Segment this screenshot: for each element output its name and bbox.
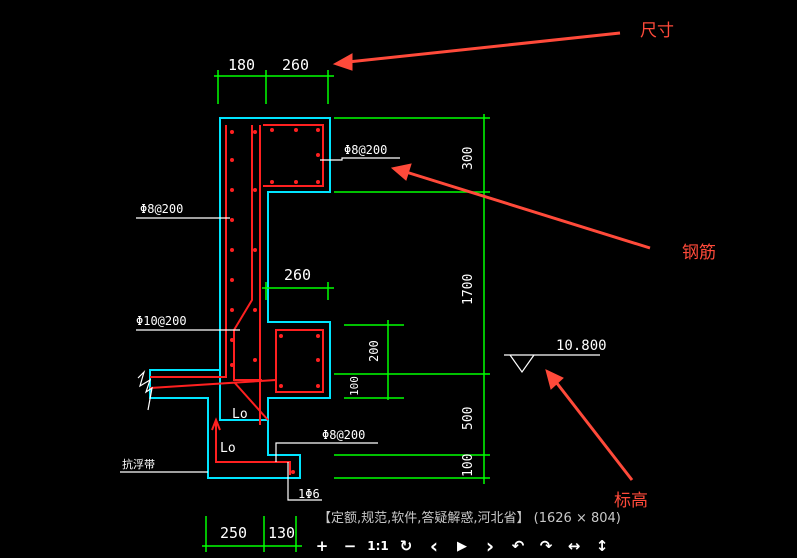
rebar-main-left	[150, 125, 227, 378]
actual-size-button[interactable]: 1:1	[367, 539, 389, 553]
refresh-icon[interactable]: ↻	[399, 537, 413, 555]
rebar-dot	[294, 128, 298, 132]
dim-right-100: 100	[461, 454, 476, 477]
image-caption: 【定额,规范,软件,答疑解惑,河北省】 (1626 × 804)	[318, 511, 621, 526]
dim-bottom-130: 130	[268, 524, 295, 542]
rebar-mid-stirrup	[275, 329, 324, 393]
rebar-lo-arrow	[211, 417, 221, 431]
arrow-dimension-line	[347, 31, 621, 64]
rebar-lower-hook	[149, 378, 277, 392]
next-icon[interactable]: ›	[485, 534, 495, 558]
rebar-dot	[253, 248, 257, 252]
concrete-outline	[149, 117, 331, 479]
rebar-dot	[294, 180, 298, 184]
arrow-elevation-head	[545, 369, 564, 390]
rebar-dot	[279, 384, 283, 388]
rebar-dot	[316, 358, 320, 362]
rotate-left-icon[interactable]: ↶	[511, 537, 525, 555]
dim-right-300: 300	[461, 147, 476, 170]
zoom-in-button[interactable]: +	[315, 537, 329, 555]
rebar-dot	[230, 363, 234, 367]
rebar-dot	[291, 470, 295, 474]
callout-elevation: 标高	[614, 491, 648, 511]
arrow-rebar-head	[390, 163, 412, 181]
rebar-lines	[149, 124, 324, 475]
leader-lines	[120, 157, 600, 501]
dim-right-1700: 1700	[461, 274, 476, 305]
dim-inner-100: 100	[348, 376, 361, 396]
rebar-diagonal	[233, 381, 269, 421]
dimension-lines	[202, 70, 490, 552]
rebar-label-top: Φ8@200	[344, 143, 387, 157]
arrow-elevation-line	[554, 381, 634, 481]
break-line	[137, 369, 153, 411]
rebar-dot	[253, 188, 257, 192]
arrow-rebar-line	[405, 170, 651, 250]
rebar-dot	[230, 278, 234, 282]
rebar-inner-left	[233, 125, 262, 381]
rebar-dot	[279, 334, 283, 338]
rebar-dot	[253, 308, 257, 312]
dim-top-260: 260	[282, 56, 309, 74]
rebar-dot	[270, 180, 274, 184]
dim-top-180: 180	[228, 56, 255, 74]
rebar-dot	[316, 153, 320, 157]
rebar-dot	[230, 248, 234, 252]
rotate-right-icon[interactable]: ↷	[539, 537, 553, 555]
play-icon[interactable]: ▶	[457, 538, 467, 554]
elevation-triangle	[509, 354, 535, 374]
rebar-dot	[316, 128, 320, 132]
dim-inner-200: 200	[367, 340, 381, 362]
rebar-dot	[230, 218, 234, 222]
rebar-dot	[230, 158, 234, 162]
leader-rebar-top	[320, 157, 400, 161]
rebar-dot	[230, 338, 234, 342]
annotation-arrows	[332, 31, 651, 481]
dim-right-500: 500	[461, 407, 476, 430]
rebar-bottom-leg	[215, 420, 291, 475]
rebar-dot	[230, 308, 234, 312]
rebar-dot	[253, 130, 257, 134]
rebar-dot	[230, 130, 234, 134]
flip-vertical-icon[interactable]: ↕	[595, 537, 609, 555]
rebar-dots	[230, 128, 320, 474]
cad-text: 180 260 300 1700 500 100 260 200 100 Φ8@…	[122, 56, 607, 542]
viewer-toolbar: + − 1:1 ↻ ‹ ▶ › ↶ ↷ ↔ ↕	[308, 534, 616, 558]
rebar-label-bottom: Φ8@200	[322, 428, 365, 442]
flip-horizontal-icon[interactable]: ↔	[567, 537, 581, 555]
callout-rebar: 钢筋	[682, 243, 716, 263]
rebar-dot	[316, 334, 320, 338]
leader-rebar-bottom	[275, 442, 378, 462]
rebar-dot	[316, 180, 320, 184]
rebar-label-mid: Φ10@200	[136, 314, 187, 328]
callout-dimension: 尺寸	[640, 21, 674, 41]
dim-inner-260: 260	[284, 266, 311, 284]
rebar-dot	[230, 188, 234, 192]
zoom-out-button[interactable]: −	[343, 537, 357, 555]
anchor-lo-lower: Lo	[220, 441, 236, 456]
arrow-dimension-head	[332, 53, 353, 71]
rebar-dot	[270, 128, 274, 132]
dim-bottom-250: 250	[220, 524, 247, 542]
leader-hook	[287, 462, 322, 501]
elevation-value: 10.800	[556, 338, 607, 354]
rebar-top-stirrup	[263, 124, 324, 187]
rebar-dot	[316, 384, 320, 388]
hook-label: 1Φ6	[298, 487, 320, 501]
rebar-label-left: Φ8@200	[140, 202, 183, 216]
anchor-lo-upper: Lo	[232, 407, 248, 422]
chamfer-label: 抗浮带	[122, 457, 155, 471]
prev-icon[interactable]: ‹	[429, 534, 439, 558]
outline-main	[219, 117, 331, 421]
rebar-dot	[253, 358, 257, 362]
